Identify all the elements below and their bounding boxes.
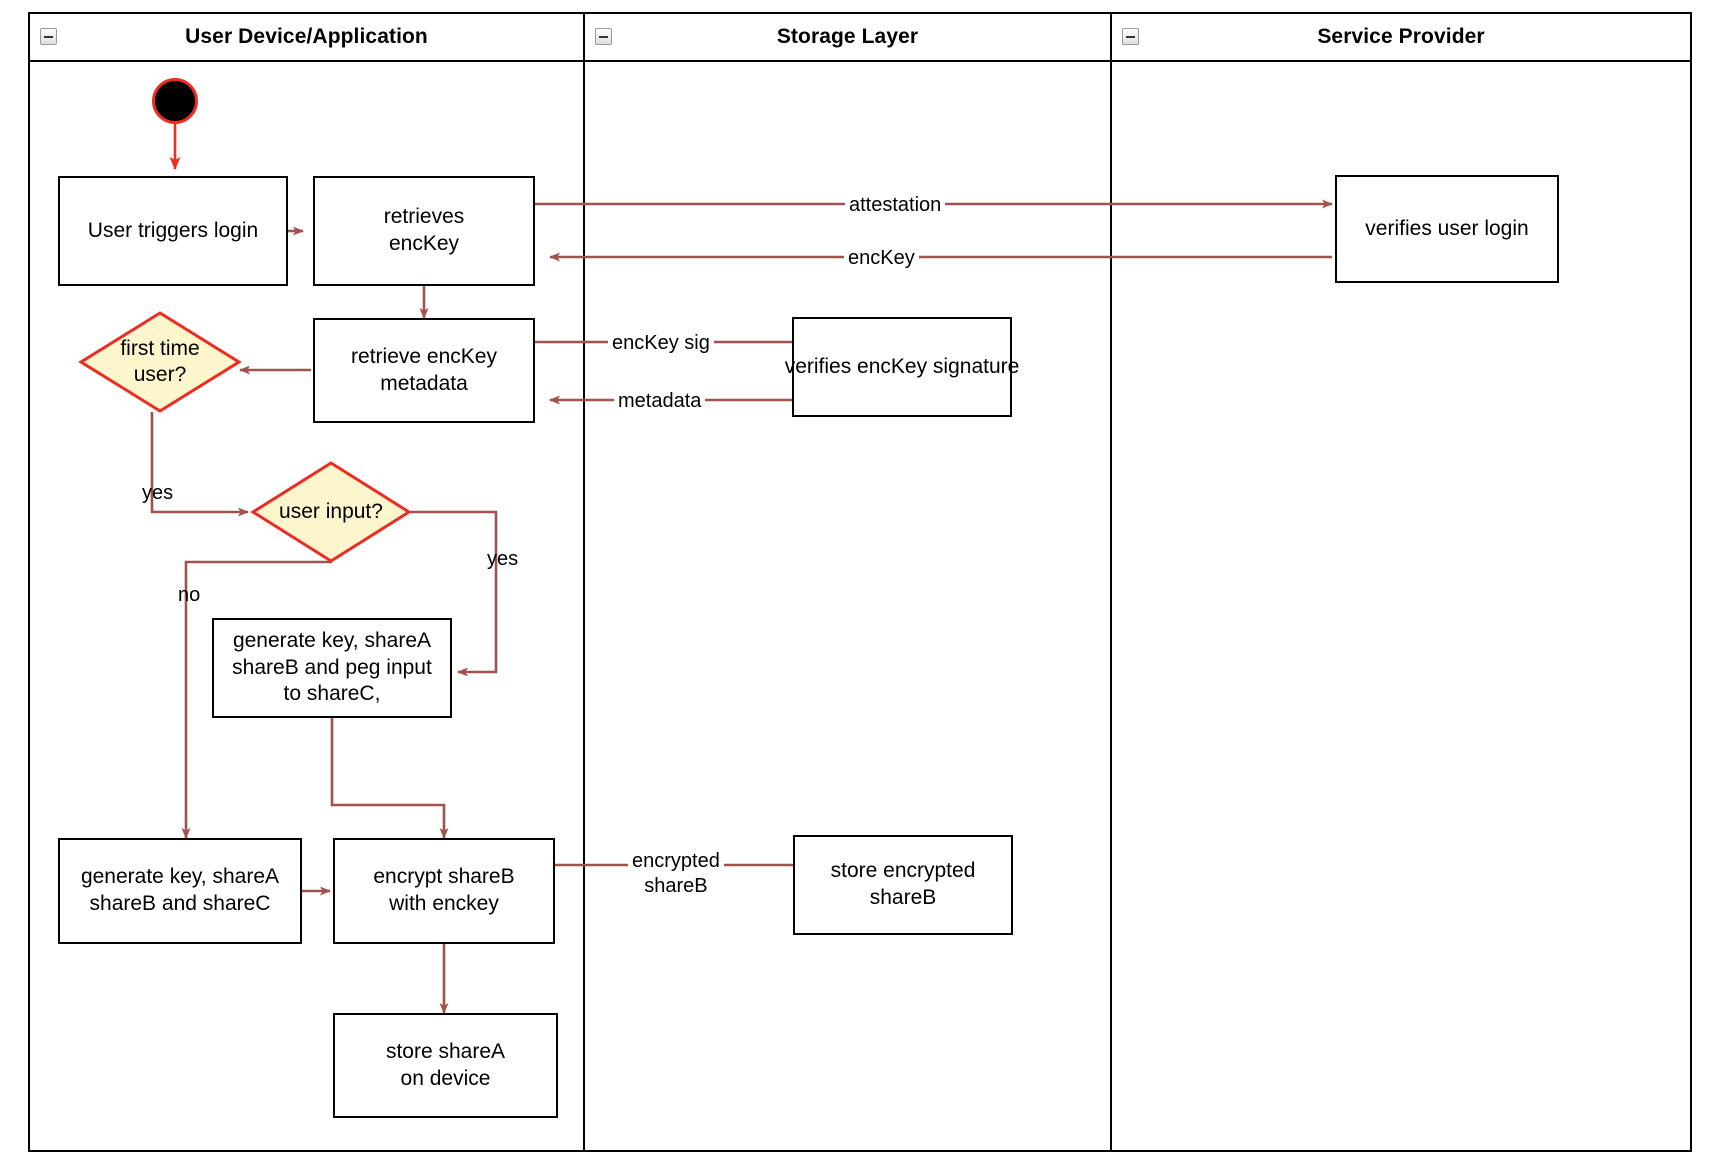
edge-label-attestation: attestation [845,193,946,217]
node-store-sharea-on-device[interactable]: store shareA on device [333,1013,558,1118]
node-label: store encrypted shareB [827,858,980,912]
decision-first-time-user[interactable]: first time user? [78,310,242,414]
node-verifies-user-login[interactable]: verifies user login [1335,175,1559,283]
edge-label-enckey-sig: encKey sig [608,331,714,355]
node-label: encrypt shareB with enckey [369,864,518,918]
node-label-line1: store shareA [385,1039,506,1063]
node-label-line1: store encrypted [830,859,976,883]
node-label-line2: shareB and peg input [232,655,432,679]
diamond-shape-icon [78,311,242,413]
node-label-line2: encKey [388,232,460,255]
lane-title-user-device: User Device/Application [185,25,428,48]
lane-title-service-provider: Service Provider [1317,25,1485,48]
lane-header-user-device: User Device/Application [30,14,583,62]
initial-node-icon [152,78,198,124]
node-label: verifies user login [1365,216,1529,240]
lane-storage-layer [583,14,1110,1150]
node-retrieves-enckey[interactable]: retrieves encKey [313,176,535,286]
edge-label-user-input-yes: yes [487,548,519,570]
node-label-line1: retrieves [383,205,465,229]
decision-label: first time user? [120,336,199,389]
node-label-line2: with enckey [389,892,499,915]
node-label-line1: retrieve encKey [351,344,497,368]
lane-service-provider [1110,14,1690,1150]
decision-user-input[interactable]: user input? [250,460,412,564]
node-label-line2: on device [400,1066,491,1090]
node-label-line2: shareB [869,886,937,909]
edge-label-enckey: encKey [844,246,919,270]
edge-label-line1: encrypted [632,850,720,872]
node-label: generate key, shareA shareB and shareC [77,864,283,918]
edge-label-user-input-no: no [178,584,201,606]
node-generate-key-shares[interactable]: generate key, shareA shareB and shareC [58,838,302,944]
node-label-line1: generate key, shareA [232,628,432,652]
node-label: generate key, shareA shareB and peg inpu… [228,628,436,709]
node-generate-key-peg-input[interactable]: generate key, shareA shareB and peg inpu… [212,618,452,718]
diamond-shape-icon [250,461,412,563]
edge-label-first-time-yes: yes [142,482,174,504]
minus-box-icon-storage-layer[interactable] [595,28,612,45]
node-store-encrypted-shareb[interactable]: store encrypted shareB [793,835,1013,935]
edge-label-encrypted-shareb: encrypted shareB [628,849,724,899]
node-label-line1: encrypt shareB [373,865,515,889]
node-label: verifies encKey signature [784,354,1020,378]
minus-box-icon-service-provider[interactable] [1122,28,1139,45]
decision-label-line2: user? [133,363,187,386]
node-user-triggers-login[interactable]: User triggers login [58,176,288,286]
node-label-line2: metadata [380,371,468,395]
node-label-line2: shareB and shareC [89,892,271,915]
node-encrypt-shareb[interactable]: encrypt shareB with enckey [333,838,555,944]
edge-label-metadata: metadata [614,389,706,413]
node-label-line3: to shareC, [283,682,381,706]
node-label: User triggers login [87,218,259,242]
node-verifies-enckey-signature[interactable]: verifies encKey signature [785,317,1019,417]
node-label: retrieves encKey [380,204,469,258]
decision-label-line1: first time [120,336,200,360]
node-retrieve-enckey-metadata[interactable]: retrieve encKey metadata [313,318,535,423]
node-label: retrieve encKey metadata [347,344,501,398]
lane-header-storage-layer: Storage Layer [583,14,1110,62]
lane-header-service-provider: Service Provider [1110,14,1690,62]
minus-box-icon-user-device[interactable] [40,28,57,45]
node-label: store shareA on device [382,1039,509,1093]
node-label-line1: generate key, shareA [80,865,280,889]
edge-label-line2: shareB [644,875,708,897]
lane-title-storage-layer: Storage Layer [776,25,919,48]
decision-label: user input? [279,499,383,523]
